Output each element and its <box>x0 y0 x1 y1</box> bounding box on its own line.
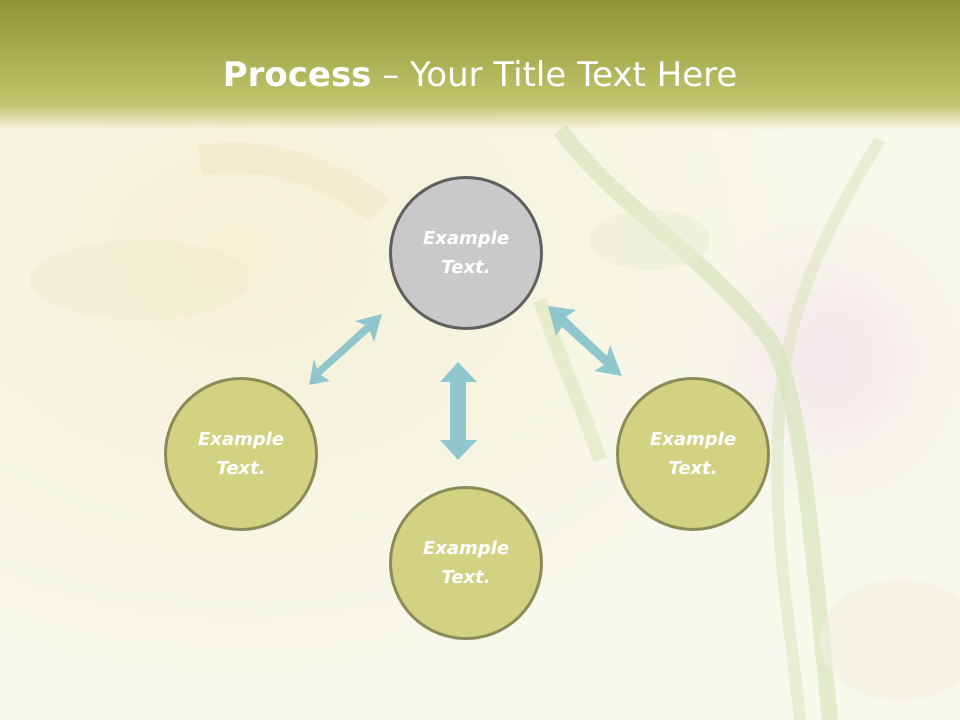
title-bold: Process <box>222 55 372 95</box>
title-bar <box>0 0 960 130</box>
process-node-top[interactable]: Example Text. <box>389 176 543 330</box>
process-node-bottom[interactable]: Example Text. <box>389 486 543 640</box>
node-text: Example Text. <box>422 228 510 278</box>
node-text: Example Text. <box>422 538 510 588</box>
title-rest: – Your Title Text Here <box>371 55 738 95</box>
process-node-left[interactable]: Example Text. <box>164 377 318 531</box>
process-node-right[interactable]: Example Text. <box>616 377 770 531</box>
node-text: Example Text. <box>197 429 285 479</box>
slide-title: Process – Your Title Text Here <box>0 50 960 100</box>
node-text: Example Text. <box>649 429 737 479</box>
